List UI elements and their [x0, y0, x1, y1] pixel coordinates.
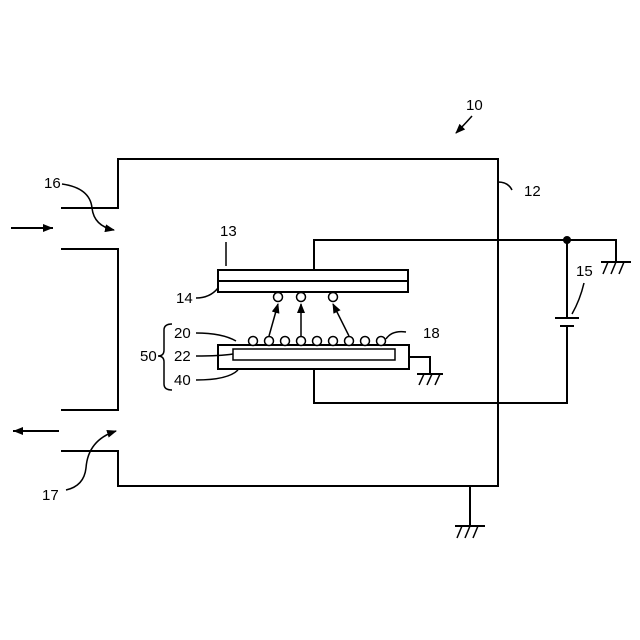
outlet-flow-arrow — [66, 431, 116, 490]
layer-22 — [233, 349, 395, 360]
chamber-inner-wall — [62, 249, 118, 410]
chamber-leader — [498, 182, 512, 190]
particles-callout: 18 — [386, 325, 440, 342]
label-upper-plate: 14 — [176, 290, 193, 307]
emitted-particles — [269, 293, 349, 337]
chamber-wall — [62, 159, 498, 486]
particle — [345, 337, 354, 346]
emitted-particle — [274, 293, 283, 302]
emitted-particle — [297, 293, 306, 302]
emission-arrow — [269, 304, 278, 336]
chamber-ground — [456, 486, 484, 538]
layer-22-leader — [196, 354, 233, 356]
apparatus-pointer-arrow — [456, 116, 472, 133]
label-chamber: 12 — [524, 183, 541, 200]
label-power-supply: 15 — [576, 263, 593, 280]
label-layer-22: 22 — [174, 348, 191, 365]
particle — [361, 337, 370, 346]
supply-circuit: 15 — [314, 236, 616, 403]
label-layer-20: 20 — [174, 325, 191, 342]
particles-leader — [386, 332, 406, 339]
supply-ground — [602, 262, 630, 274]
substrate-stack — [218, 345, 442, 385]
upper-electrode-13 — [218, 270, 408, 281]
label-particles: 18 — [423, 325, 440, 342]
stack-brace — [158, 324, 172, 390]
gas-outlet: 17 — [14, 431, 116, 504]
upper-electrode: 13 14 — [176, 223, 408, 307]
label-apparatus: 10 — [466, 97, 483, 114]
emission-arrow — [333, 304, 349, 336]
upper-plate-leader — [196, 288, 218, 298]
label-stack-50: 50 — [140, 348, 157, 365]
particle — [249, 337, 258, 346]
particle — [377, 337, 386, 346]
substrate-ground-wire — [409, 357, 430, 374]
label-gas-outlet: 17 — [42, 487, 59, 504]
particle — [265, 337, 274, 346]
particle — [281, 337, 290, 346]
emitted-particle — [329, 293, 338, 302]
stack-labels: 20 22 40 50 — [140, 324, 238, 390]
chamber-outline — [62, 159, 498, 486]
substrate-40-leader — [196, 370, 238, 380]
power-supply-leader — [572, 283, 584, 314]
upper-wire — [314, 240, 616, 270]
gas-inlet: 16 — [12, 175, 114, 230]
particle — [297, 337, 306, 346]
label-upper-electrode: 13 — [220, 223, 237, 240]
chamber-callout: 12 — [498, 182, 541, 200]
particle — [313, 337, 322, 346]
layer-20-leader — [196, 333, 236, 341]
label-gas-inlet: 16 — [44, 175, 61, 192]
particle — [329, 337, 338, 346]
upper-plate-14 — [218, 281, 408, 292]
label-substrate-40: 40 — [174, 372, 191, 389]
apparatus-callout: 10 — [456, 97, 483, 133]
particles-18 — [249, 337, 386, 346]
